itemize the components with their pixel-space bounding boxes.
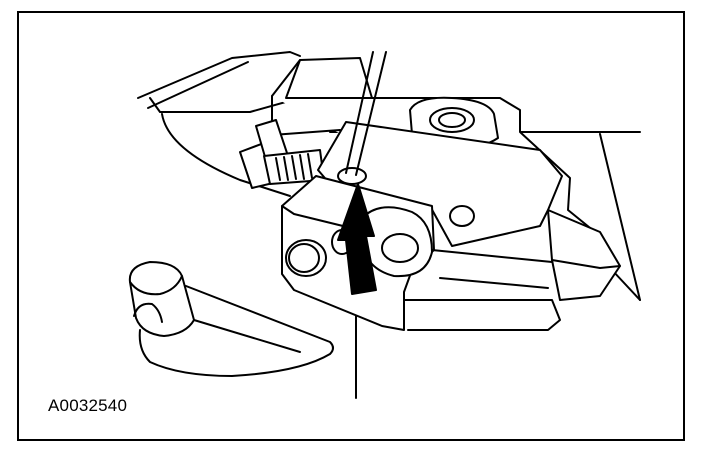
technical-illustration — [128, 51, 641, 399]
figure-id-label: A0032540 — [48, 396, 128, 415]
direction-arrow-icon — [337, 183, 377, 295]
probe-tool-icon — [345, 51, 387, 176]
upper-flange — [137, 51, 301, 197]
figure-frame: A0032540 — [17, 11, 685, 441]
adjustment-screw-icon — [239, 119, 325, 189]
right-block — [547, 209, 621, 301]
locating-pin — [128, 261, 334, 377]
